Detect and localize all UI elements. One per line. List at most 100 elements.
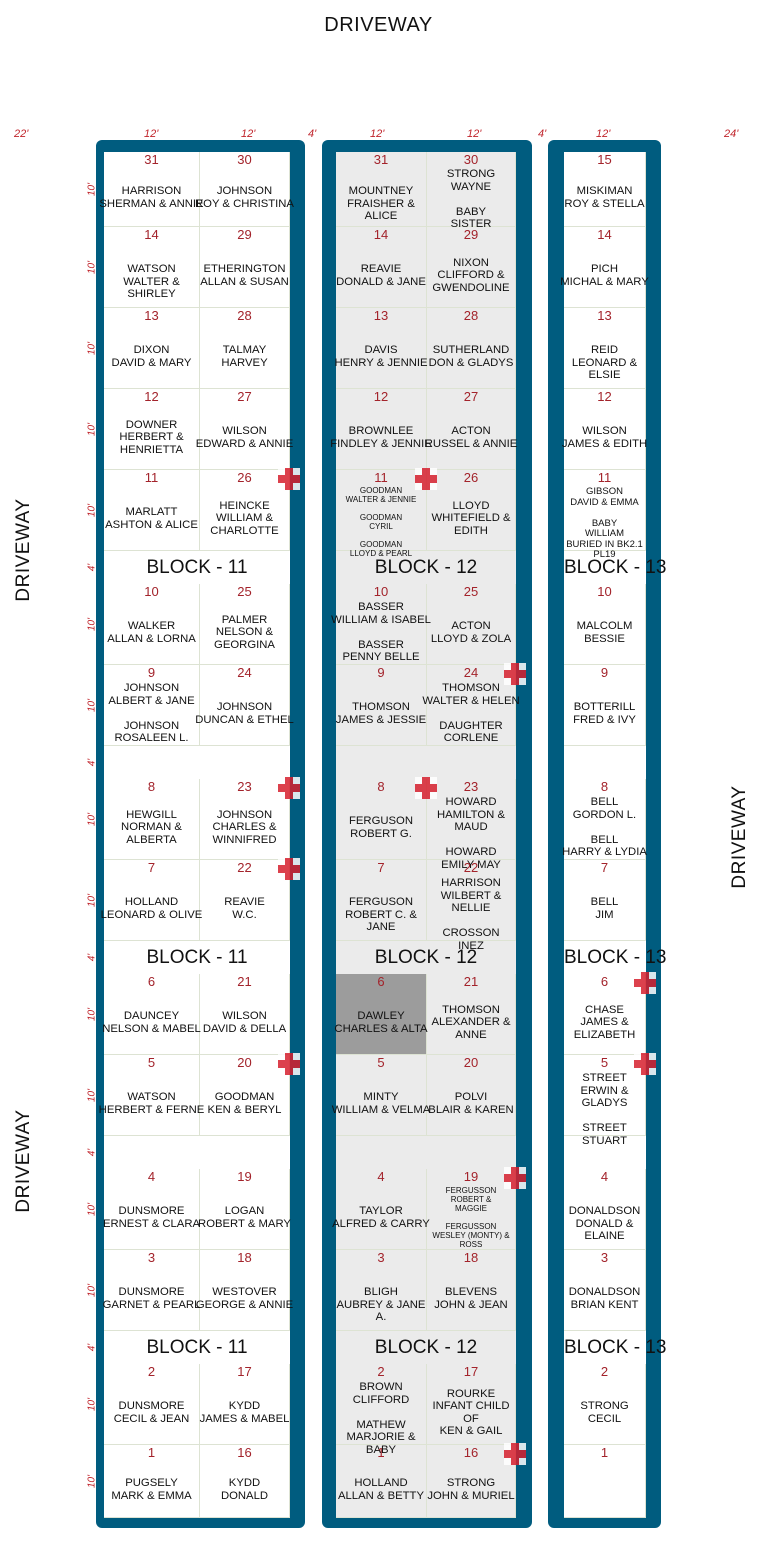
plot-number: 14 (597, 227, 612, 242)
plot-number: 10 (144, 584, 159, 599)
plot-occupants: DIXON DAVID & MARY (111, 344, 192, 369)
block-13-label: BLOCK - 13 (564, 1331, 666, 1364)
plot-number: 24 (237, 665, 252, 680)
plot-number: 14 (373, 227, 389, 242)
plot-number: 21 (237, 974, 252, 989)
plot-number: 14 (144, 227, 159, 242)
driveway-right-label: DRIVEWAY (729, 785, 750, 889)
plot-number: 29 (463, 227, 479, 242)
block-11-label: BLOCK - 11 (104, 1331, 290, 1364)
plot-occupants: THOMSON JAMES & JESSIE (335, 701, 427, 726)
plot-number: 6 (147, 974, 156, 989)
plot-occupants: TALMAY HARVEY (221, 344, 268, 369)
plot-number: 4 (147, 1169, 156, 1184)
plot-occupants: BASSER WILLIAM & ISABEL BASSER PENNY BEL… (331, 601, 431, 664)
plot-number: 24 (463, 665, 479, 680)
plot-number: 11 (597, 470, 612, 485)
plot-13-1: 1 (564, 1445, 646, 1518)
plot-number: 2 (377, 1364, 385, 1379)
plot-number: 1 (377, 1445, 385, 1460)
plot-occupants: DAVIS HENRY & JENNIE (334, 344, 428, 369)
plot-number: 18 (463, 1250, 479, 1265)
column-dimension: 22' (14, 128, 29, 140)
plot-occupants: THOMSON ALEXANDER & ANNE (431, 1003, 511, 1041)
plot-number: 17 (237, 1364, 252, 1379)
plot-occupants: REAVIE W.C. (224, 896, 265, 921)
plot-occupants: POLVI BLAIR & KAREN (428, 1091, 514, 1116)
plot-number: 29 (237, 227, 252, 242)
plot-number: 5 (600, 1055, 609, 1070)
driveway-top-label: DRIVEWAY (324, 14, 433, 36)
plot-occupants: REAVIE DONALD & JANE (336, 263, 426, 288)
plot-number: 18 (237, 1250, 252, 1265)
plot-number: 7 (147, 860, 156, 875)
plot-number: 26 (237, 470, 252, 485)
plot-number: 2 (600, 1364, 609, 1379)
plot-number: 26 (463, 470, 479, 485)
plot-number: 16 (237, 1445, 252, 1460)
plot-occupants: BOTTERILL FRED & IVY (573, 701, 636, 726)
block-12-label: BLOCK - 12 (336, 1331, 516, 1364)
plot-occupants: STREET ERWIN & GLADYS STREET STUART (580, 1072, 629, 1147)
plot-occupants: SUTHERLAND DON & GLADYS (428, 344, 514, 369)
block-11-label: BLOCK - 11 (104, 941, 290, 974)
plot-occupants: WILSON JAMES & EDITH (561, 425, 648, 450)
plot-number: 3 (377, 1250, 385, 1265)
plot-occupants: JOHNSON ALBERT & JANE JOHNSON ROSALEEN L… (108, 682, 195, 745)
plot-occupants: MOUNTNEY FRAISHER & ALICE (347, 185, 415, 222)
grave-marker-icon (634, 1053, 656, 1075)
plot-occupants: WATSON HERBERT & FERNE (98, 1091, 205, 1116)
plot-occupants: FERGUSON ROBERT C. & JANE (345, 896, 417, 933)
plot-number: 6 (377, 974, 385, 989)
block-13-label: BLOCK - 13 (564, 551, 666, 584)
grave-marker-icon (278, 1053, 300, 1075)
plot-number: 3 (147, 1250, 156, 1265)
plot-occupants: BELL JIM (590, 896, 619, 921)
block-11-interior (104, 152, 290, 1518)
plot-number: 2 (147, 1364, 156, 1379)
plot-number: 22 (463, 860, 479, 875)
plot-occupants: HEWGILL NORMAN & ALBERTA (121, 808, 182, 846)
plot-number: 19 (463, 1169, 479, 1184)
plot-number: 11 (144, 470, 159, 485)
plot-occupants: BROWNLEE FINDLEY & JENNIE (330, 425, 432, 450)
driveway-left-upper-label: DRIVEWAY (13, 498, 34, 602)
plot-number: 25 (237, 584, 252, 599)
column-dimension: 4' (538, 128, 547, 140)
plot-number: 7 (377, 860, 385, 875)
plot-number: 19 (237, 1169, 252, 1184)
plot-occupants: JOHNSON CHARLES & WINNIFRED (212, 808, 277, 846)
plot-occupants: KYDD DONALD (220, 1477, 269, 1502)
plot-number: 17 (463, 1364, 479, 1379)
plot-occupants: MISKIMAN ROY & STELLA (564, 185, 645, 210)
